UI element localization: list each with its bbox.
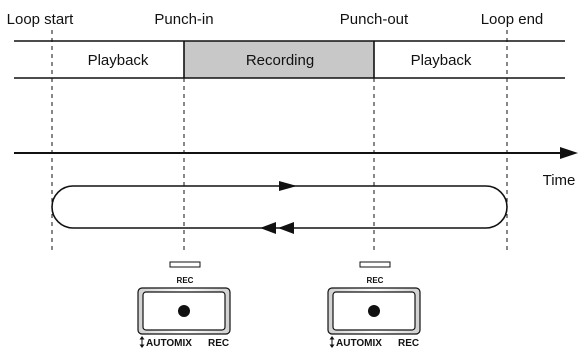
- automix-label: AUTOMIX: [146, 338, 192, 349]
- rec-label: REC: [367, 276, 384, 285]
- loop-end-label: Loop end: [481, 11, 544, 28]
- record-dot-icon: [368, 305, 380, 317]
- playback-left-label: Playback: [88, 52, 149, 69]
- punch-out-label: Punch-out: [340, 11, 409, 28]
- playback-right-label: Playback: [411, 52, 472, 69]
- rec-button-punch-out[interactable]: REC AUTOMIX REC: [327, 261, 421, 349]
- time-axis: [14, 147, 578, 159]
- time-label: Time: [543, 172, 576, 189]
- forward-arrow-icon: [279, 181, 297, 191]
- rec-led: [359, 261, 391, 268]
- recording-label: Recording: [246, 52, 314, 69]
- punch-in-label: Punch-in: [154, 11, 213, 28]
- record-dot-icon: [178, 305, 190, 317]
- rec-label: REC: [177, 276, 194, 285]
- loop-path: [51, 185, 508, 229]
- loop-start-label: Loop start: [7, 11, 75, 28]
- automix-label: AUTOMIX: [336, 338, 382, 349]
- rewind-arrow-icon: [260, 222, 294, 234]
- rec-led: [169, 261, 201, 268]
- updown-arrow-icon: [139, 336, 145, 348]
- recording-band: [184, 41, 374, 78]
- rec-button-punch-in[interactable]: REC AUTOMIX REC: [137, 261, 231, 349]
- updown-arrow-icon: [329, 336, 335, 348]
- caption-rec-label: REC: [208, 338, 229, 349]
- caption-rec-label: REC: [398, 338, 419, 349]
